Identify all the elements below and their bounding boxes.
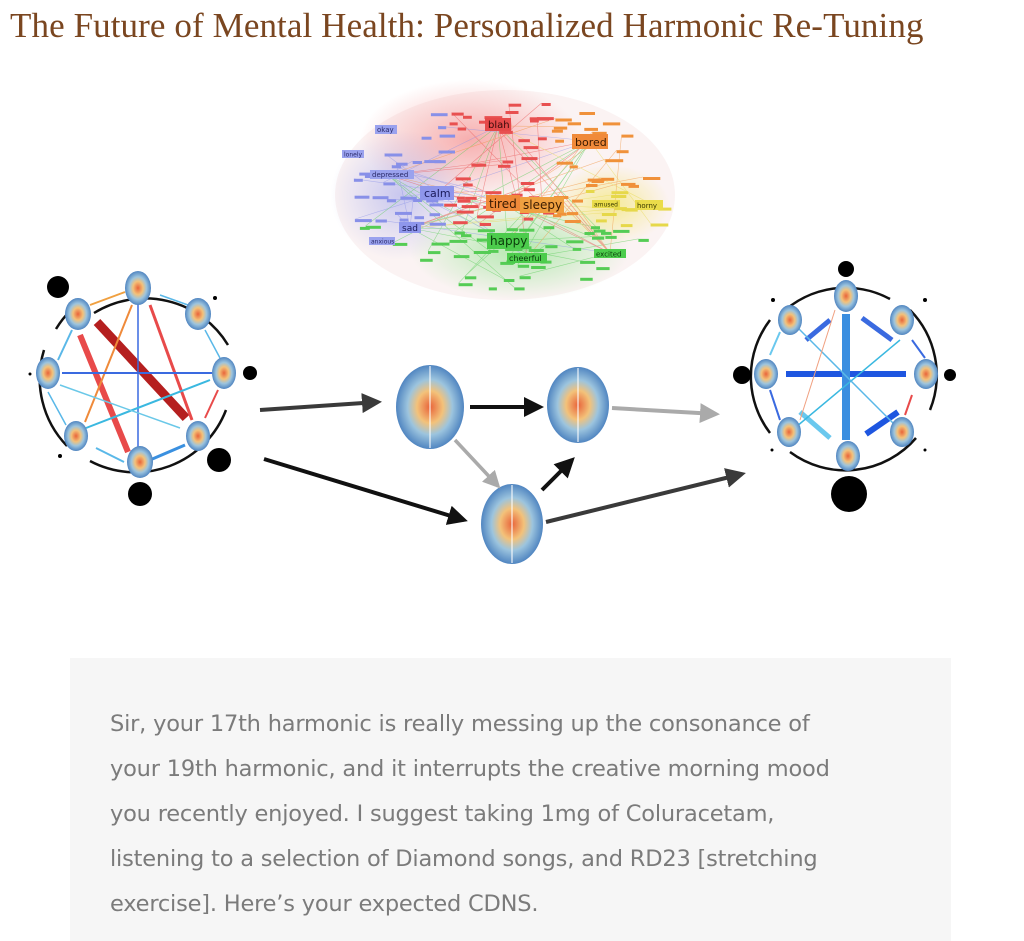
emotion-label-lonely: lonely (344, 152, 362, 159)
quote-line: exercise]. Here’s your expected CDNS. (110, 891, 539, 917)
emotion-network: okay lonely depressed calm sad anxious b… (330, 80, 675, 300)
emotion-label-cheerful: cheerful (509, 254, 542, 263)
harmonic-network-before (28, 271, 257, 506)
page-title: The Future of Mental Health: Personalize… (10, 6, 924, 45)
emotion-label-calm: calm (424, 187, 451, 200)
quote-line: Sir, your 17th harmonic is really messin… (110, 711, 810, 737)
emotion-label-happy: happy (490, 234, 527, 248)
brain-state-flow (259, 365, 746, 564)
harmonic-network-after (733, 261, 956, 512)
emotion-label-sleepy: sleepy (523, 198, 562, 212)
emotion-label-anxious: anxious (371, 239, 394, 246)
advice-quote-text: Sir, your 17th harmonic is really messin… (110, 702, 911, 927)
emotion-label-depressed: depressed (372, 171, 408, 179)
quote-line: you recently enjoyed. I suggest taking 1… (110, 801, 775, 827)
quote-line: your 19th harmonic, and it interrupts th… (110, 756, 830, 782)
emotion-label-amused: amused (594, 202, 618, 209)
emotion-label-bored: bored (575, 136, 607, 149)
emotion-label-excited: excited (596, 251, 622, 259)
emotion-label-tired: tired (489, 197, 517, 211)
emotion-label-sad: sad (402, 224, 418, 234)
emotion-label-okay: okay (377, 126, 394, 134)
quote-line: listening to a selection of Diamond song… (110, 846, 818, 872)
emotion-label-blah: blah (488, 120, 510, 131)
emotion-label-horny: horny (637, 202, 657, 210)
advice-quote-box: Sir, your 17th harmonic is really messin… (70, 658, 951, 941)
harmonic-diagram: okay lonely depressed calm sad anxious b… (28, 80, 956, 564)
